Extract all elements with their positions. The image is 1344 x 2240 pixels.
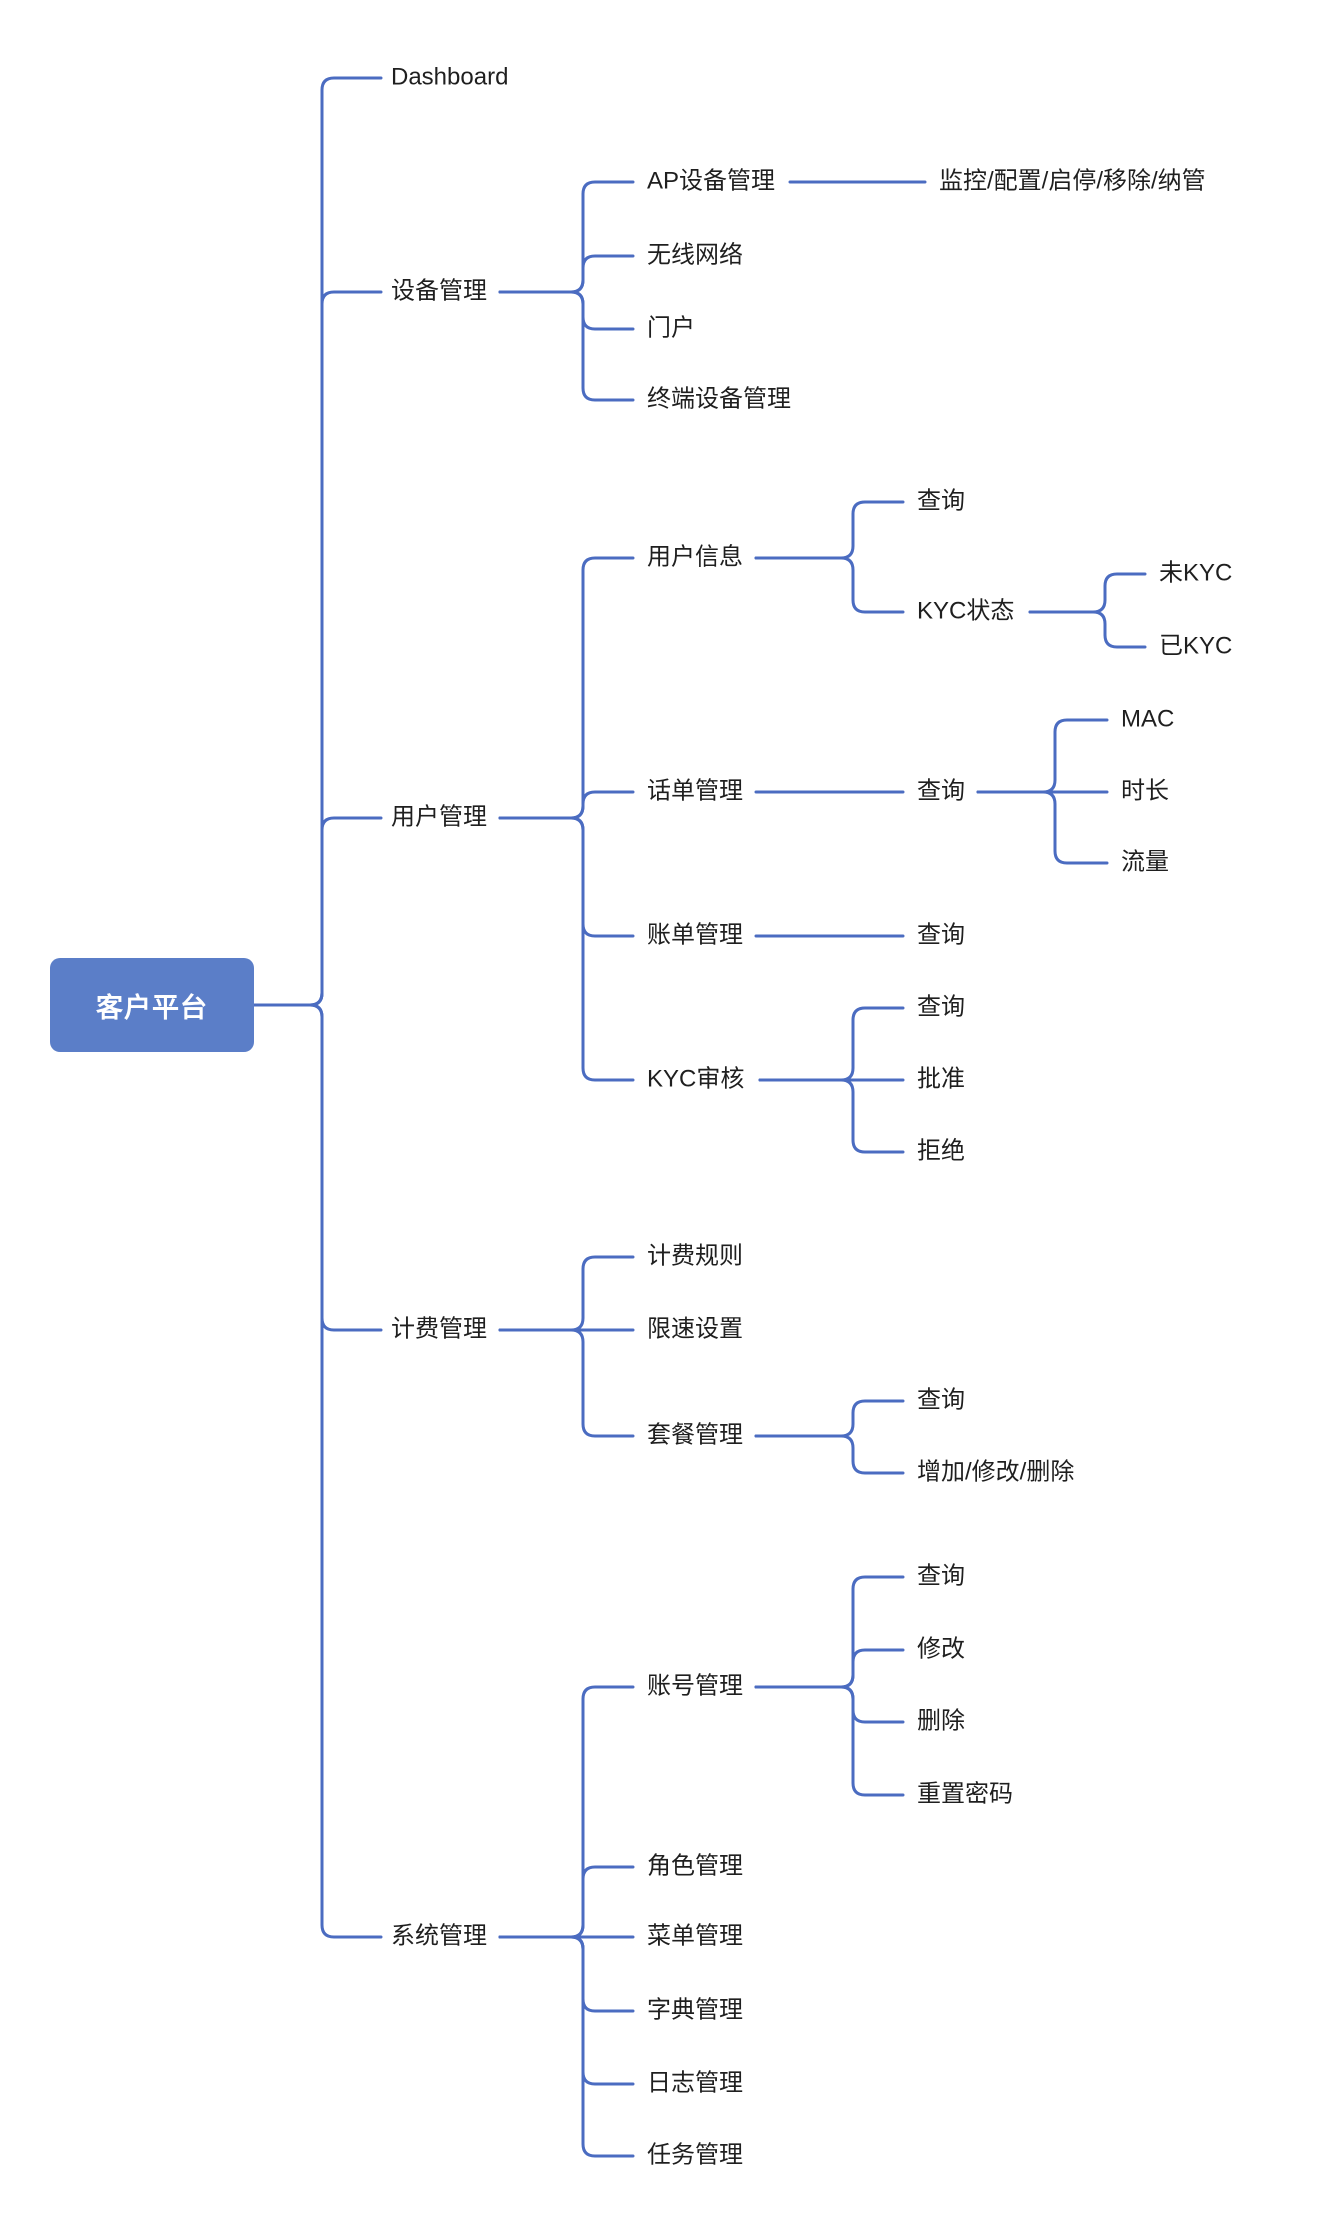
node-reset-password: 重置密码 <box>917 1780 1013 1808</box>
node-dict-mgmt: 字典管理 <box>647 1996 743 2024</box>
root-label: 客户平台 <box>96 992 208 1023</box>
node-account-delete: 删除 <box>917 1707 965 1735</box>
node-kyc-status: KYC状态 <box>917 597 1015 625</box>
node-task-mgmt: 任务管理 <box>647 2141 743 2169</box>
node-user-info-query: 查询 <box>917 487 965 515</box>
node-duration: 时长 <box>1121 777 1169 805</box>
node-mac: MAC <box>1121 705 1175 733</box>
node-kyc-approve: 批准 <box>917 1065 965 1093</box>
node-kyc-review-query: 查询 <box>917 993 965 1021</box>
node-account-mgmt: 账号管理 <box>647 1672 743 1700</box>
node-kyc-reject: 拒绝 <box>917 1137 965 1165</box>
node-account-query: 查询 <box>917 1562 965 1590</box>
node-terminal-device-mgmt: 终端设备管理 <box>647 385 791 413</box>
node-plan-query: 查询 <box>917 1386 965 1414</box>
node-kyc-done: 已KYC <box>1159 632 1233 660</box>
connectors <box>252 76 1147 2158</box>
node-role-mgmt: 角色管理 <box>647 1852 743 1880</box>
node-ap-device-mgmt: AP设备管理 <box>647 167 776 195</box>
node-kyc-not-done: 未KYC <box>1159 559 1233 587</box>
node-bill-mgmt: 账单管理 <box>647 921 743 949</box>
node-bill-query: 查询 <box>917 921 965 949</box>
node-account-modify: 修改 <box>917 1635 965 1663</box>
node-kyc-review: KYC审核 <box>647 1065 745 1093</box>
node-billing-rules: 计费规则 <box>647 1242 743 1270</box>
node-billing-mgmt: 计费管理 <box>391 1315 487 1343</box>
node-dashboard: Dashboard <box>391 63 509 91</box>
node-plan-crud: 增加/修改/删除 <box>917 1458 1075 1486</box>
node-device-mgmt: 设备管理 <box>391 277 487 305</box>
node-user-mgmt: 用户管理 <box>391 803 487 831</box>
node-cdr-query: 查询 <box>917 777 965 805</box>
node-traffic: 流量 <box>1121 848 1169 876</box>
node-menu-mgmt: 菜单管理 <box>647 1922 743 1950</box>
node-system-mgmt: 系统管理 <box>391 1922 487 1950</box>
node-cdr-mgmt: 话单管理 <box>647 777 743 805</box>
node-rate-limit: 限速设置 <box>647 1315 743 1343</box>
node-root: 客户平台 <box>50 958 254 1052</box>
node-wireless-network: 无线网络 <box>647 241 743 269</box>
node-ap-actions: 监控/配置/启停/移除/纳管 <box>939 167 1206 195</box>
node-plan-mgmt: 套餐管理 <box>647 1421 743 1449</box>
node-user-info: 用户信息 <box>647 543 743 571</box>
node-log-mgmt: 日志管理 <box>647 2069 743 2097</box>
node-portal: 门户 <box>647 314 695 342</box>
